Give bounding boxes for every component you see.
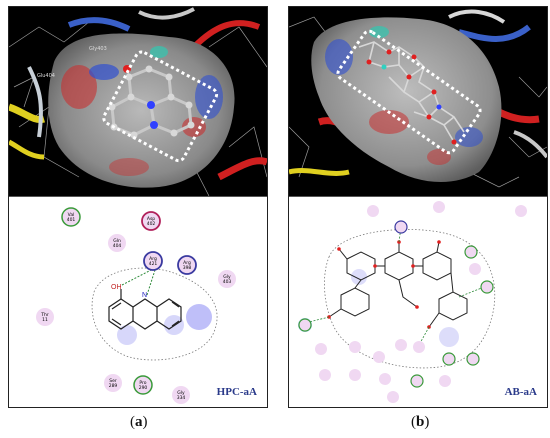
svg-text:402: 402 bbox=[147, 221, 156, 227]
svg-text:398: 398 bbox=[183, 265, 192, 271]
residue-asp-402: Asp 402 bbox=[141, 211, 161, 231]
ribbon-white bbox=[138, 7, 195, 20]
residue-arg-421: Arg 421 bbox=[143, 251, 163, 271]
svg-text:Gln: Gln bbox=[113, 238, 121, 244]
panel-b-residues bbox=[298, 201, 527, 403]
panel-b-interaction-diagram: AB-aA bbox=[289, 197, 547, 407]
panel-a-3d-render: Glu404 Gly403 bbox=[9, 7, 267, 196]
svg-text:Arg: Arg bbox=[149, 256, 157, 262]
panel-a-render-svg: Glu404 Gly403 bbox=[9, 7, 267, 196]
panel-b-3d-render bbox=[289, 7, 547, 196]
ligand-n-label: N bbox=[142, 292, 147, 299]
caption-b: (b) bbox=[411, 414, 430, 430]
svg-text:Val: Val bbox=[68, 212, 75, 218]
svg-text:334: 334 bbox=[177, 395, 186, 401]
panel-b-hbonds bbox=[308, 226, 485, 346]
panel-b-ligand-oxygens bbox=[327, 240, 441, 329]
svg-text:Arg: Arg bbox=[183, 260, 191, 266]
panel-a-ligand-label: HPC-aA bbox=[216, 386, 257, 398]
ribbon-b-white-right bbox=[513, 130, 547, 159]
residue-gln-404: Gln 404 bbox=[108, 234, 126, 252]
panel-b: AB-aA bbox=[288, 6, 548, 408]
residue-arg-398: Arg 398 bbox=[177, 255, 197, 275]
svg-text:290: 290 bbox=[139, 385, 148, 391]
ribbon-yellow-lower bbox=[9, 139, 45, 160]
panel-b-ligand-structure bbox=[328, 241, 468, 328]
svg-text:421: 421 bbox=[149, 261, 158, 267]
panel-a-separator bbox=[9, 196, 267, 197]
ribbon-red-top bbox=[191, 20, 261, 50]
residue-gly-403: Gly 403 bbox=[218, 270, 236, 288]
ribbon-b-white bbox=[448, 9, 506, 24]
ribbon-b-blue bbox=[458, 24, 531, 42]
panel-b-render-svg bbox=[289, 9, 547, 188]
residue-ser-289: Ser 289 bbox=[104, 374, 122, 392]
svg-text:401: 401 bbox=[67, 217, 76, 223]
caption-b-letter: b bbox=[416, 414, 425, 430]
ribbon-b-yellow bbox=[289, 168, 350, 176]
panel-a-diagram-svg: OH N Val 401 Asp 402 bbox=[36, 207, 236, 404]
residue-thr-11: Thr 11 bbox=[36, 308, 54, 326]
render-label-2: Gly403 bbox=[89, 46, 107, 52]
hbond-lines bbox=[121, 268, 156, 296]
svg-text:Gly: Gly bbox=[223, 274, 231, 280]
ribbon-red-bottom bbox=[217, 157, 267, 181]
svg-text:Gly: Gly bbox=[177, 390, 185, 396]
panel-a-ligand-atoms bbox=[108, 65, 195, 139]
ribbon-white-left bbox=[27, 66, 43, 138]
panel-a: Glu404 Gly403 OH N bbox=[8, 6, 268, 408]
svg-text:289: 289 bbox=[109, 383, 118, 389]
svg-text:Pro: Pro bbox=[139, 380, 146, 386]
ribbon-blue bbox=[67, 17, 131, 32]
panel-b-ligand-label: AB-aA bbox=[504, 386, 537, 398]
ligand-oh-label: OH bbox=[111, 284, 122, 291]
svg-text:Thr: Thr bbox=[40, 312, 49, 318]
caption-a: (a) bbox=[130, 414, 148, 430]
svg-text:404: 404 bbox=[113, 243, 122, 249]
caption-a-letter: a bbox=[135, 414, 143, 430]
panel-a-ligand-structure bbox=[108, 289, 182, 330]
panel-b-highlight-box bbox=[336, 29, 482, 155]
residue-pro-290: Pro 290 bbox=[133, 375, 153, 395]
residue-val-401: Val 401 bbox=[61, 207, 81, 227]
svg-text:403: 403 bbox=[223, 279, 232, 285]
residue-gly-334: Gly 334 bbox=[172, 386, 190, 404]
svg-text:Asp: Asp bbox=[147, 216, 155, 222]
render-label-1: Glu404 bbox=[37, 73, 55, 79]
panel-a-residues: Val 401 Asp 402 Gln 404 Arg 421 bbox=[36, 207, 236, 404]
panel-a-interaction-diagram: OH N Val 401 Asp 402 bbox=[9, 197, 267, 407]
svg-text:Ser: Ser bbox=[109, 378, 117, 384]
svg-text:11: 11 bbox=[42, 317, 48, 323]
panel-b-oxygen-atoms bbox=[366, 49, 457, 145]
pocket-outline bbox=[91, 267, 218, 361]
panel-b-separator bbox=[289, 196, 547, 197]
ribbon-yellow-left bbox=[9, 103, 46, 124]
panel-b-diagram-svg bbox=[298, 201, 527, 403]
